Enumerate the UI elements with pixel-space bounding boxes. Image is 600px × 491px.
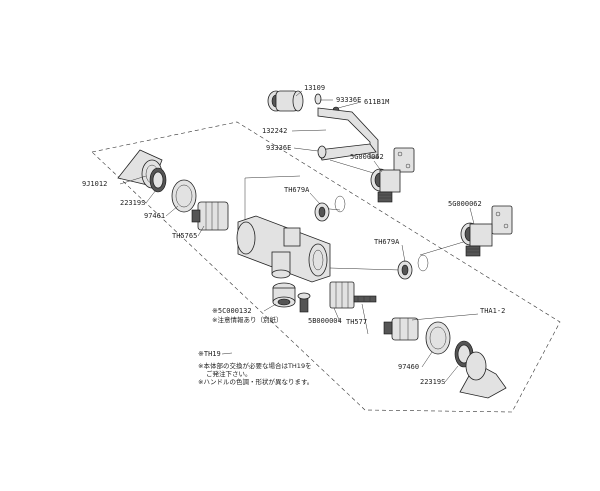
label-132242: 132242	[262, 127, 287, 135]
handle-right	[459, 351, 507, 399]
ring-22319S-left	[149, 167, 167, 193]
cartridge-TH5765	[191, 201, 229, 231]
pipe-132242	[317, 107, 379, 161]
cartridge-TH577	[329, 281, 377, 309]
label-TH679A-upper: TH679A	[284, 186, 310, 194]
note-handle-color: ※ハンドルの色調・形状が異なります。	[198, 377, 313, 386]
label-22319S-right: 22319S	[420, 378, 445, 386]
label-5G000062-lower: 5G000062	[448, 200, 482, 208]
note-body-replacement-1: ※本体部の交換が必要な場合はTH19を	[198, 361, 312, 370]
label-93336E-top: 93336E	[336, 96, 361, 104]
label-TH19: ※TH19	[198, 350, 221, 358]
valve-body	[236, 215, 331, 283]
label-97461: 97461	[144, 212, 165, 220]
screw-5B000004	[297, 292, 311, 313]
label-13109: 13109	[304, 84, 325, 92]
label-5C000132: ※5C000132	[212, 307, 252, 315]
elbow-fitting-13109	[267, 90, 304, 112]
hex-nut-TH679A-lower	[397, 260, 413, 280]
hex-nut-TH679A-upper	[314, 202, 330, 222]
spout-adapter-5C000132	[272, 282, 296, 308]
small-ring-93336E-mid	[317, 145, 327, 159]
gasket-ring-upper	[334, 195, 346, 213]
note-body-replacement-2: ご発注下さい。	[206, 369, 252, 378]
label-22319S-left: 22319S	[120, 199, 145, 207]
dial-97460	[425, 321, 451, 355]
label-TH5765: TH5765	[172, 232, 197, 240]
label-611B1M: 611B1M	[364, 98, 389, 106]
label-THA1-2: THA1-2	[480, 307, 505, 315]
label-97460: 97460	[398, 363, 419, 371]
label-TH679A-lower: TH679A	[374, 238, 400, 246]
wall-bracket-elbow-upper	[370, 147, 415, 203]
dial-97461	[171, 179, 197, 213]
note-order-info: ※注意情報あり（別紙）	[212, 315, 282, 324]
small-ring-93336E-top	[314, 93, 322, 105]
leader-lines	[119, 90, 479, 383]
label-9J1012: 9J1012	[82, 180, 107, 188]
label-TH577: TH577	[346, 318, 367, 326]
label-5B000004: 5B000004	[308, 317, 342, 325]
wall-bracket-elbow-lower	[460, 205, 513, 257]
label-5G000062-upper: 5G000062	[350, 153, 384, 161]
cartridge-THA1-2	[383, 317, 419, 341]
gasket-ring-lower	[417, 254, 429, 272]
label-93336E-mid: 93336E	[266, 144, 291, 152]
